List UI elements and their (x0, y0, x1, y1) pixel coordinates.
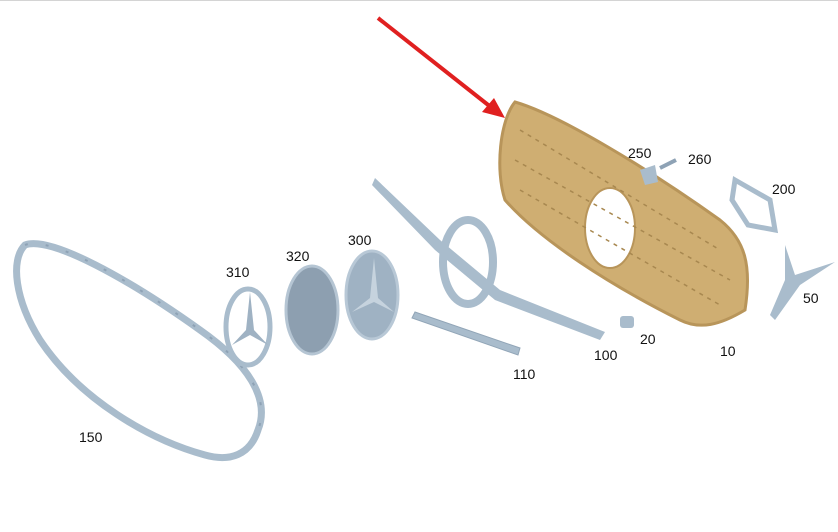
part-250-bracket (640, 165, 658, 185)
part-100-trim (372, 178, 605, 340)
part-50-bracket (770, 245, 835, 320)
part-10-grille (498, 100, 750, 327)
top-border (0, 0, 838, 1)
label-100: 100 (594, 347, 618, 363)
part-260-screw (659, 158, 677, 170)
label-310: 310 (226, 264, 250, 280)
label-20: 20 (640, 331, 656, 347)
part-200-bracket (729, 176, 779, 234)
label-110: 110 (513, 366, 536, 382)
label-200: 200 (772, 181, 796, 197)
part-300-emblem (344, 249, 400, 341)
red-arrow-icon (376, 16, 505, 118)
label-320: 320 (286, 248, 310, 264)
part-310-star-ring (223, 286, 273, 368)
part-320-disc (284, 264, 340, 356)
part-150-frame (13, 240, 265, 462)
label-150: 150 (79, 429, 103, 445)
part-110-strip (411, 311, 521, 356)
part-20-clip (620, 316, 634, 328)
label-250: 250 (628, 145, 652, 161)
label-50: 50 (803, 290, 819, 306)
label-10: 10 (720, 343, 736, 359)
label-300: 300 (348, 232, 372, 248)
label-260: 260 (688, 151, 712, 167)
